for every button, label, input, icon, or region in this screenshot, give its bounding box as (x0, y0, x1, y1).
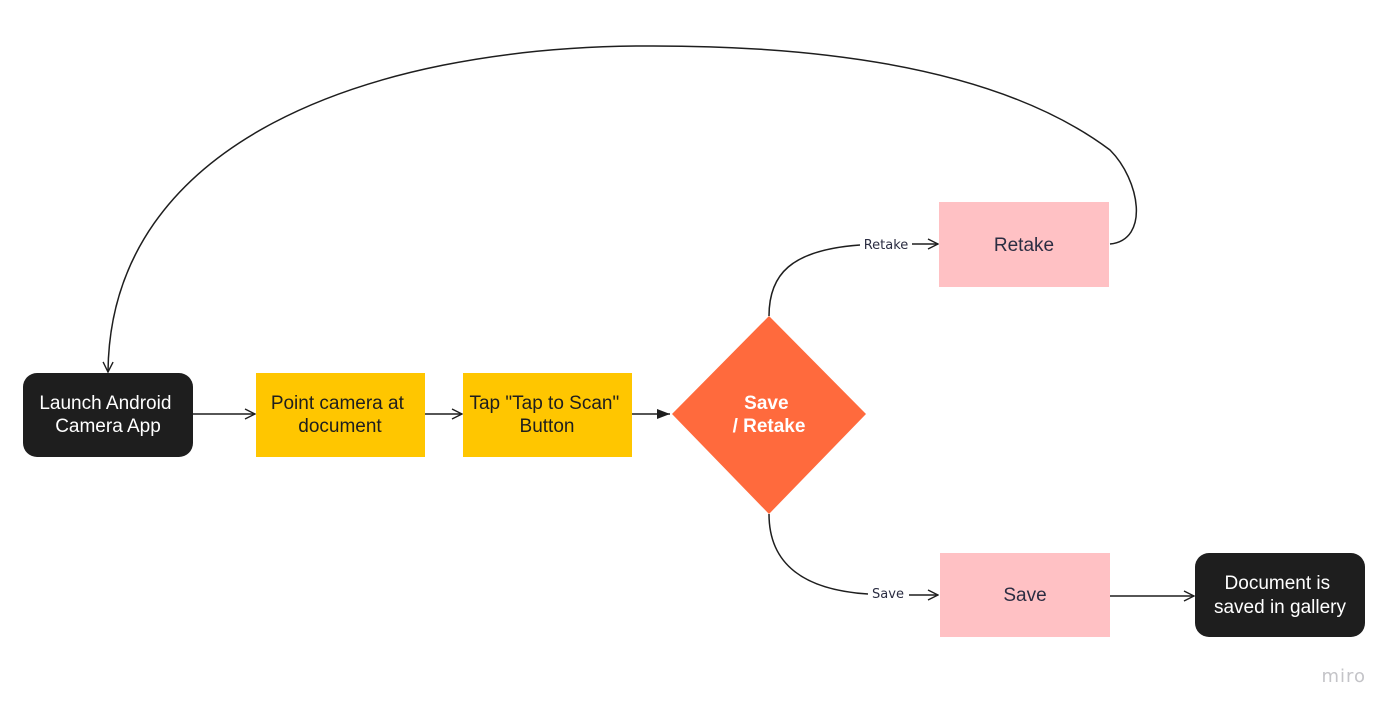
node-retake-shape (939, 202, 1109, 287)
svg-text:Point camera at document: Point camera at document (271, 393, 409, 437)
edge-label-save: Save (872, 587, 904, 602)
svg-text:Document is saved in gal: Document is saved in gallery (1214, 573, 1347, 618)
svg-text:Launch Android Camera Ap: Launch Android Camera App (39, 393, 176, 437)
node-launch-line1: Launch Android (39, 393, 171, 414)
node-tap-shape (463, 373, 632, 457)
node-launch-line2: Camera App (55, 416, 161, 437)
miro-watermark: miro (1321, 666, 1366, 687)
node-save-retake-decision[interactable]: Save / Retake (672, 316, 866, 514)
node-point-camera[interactable]: Point camera at document (256, 373, 425, 457)
node-saved-shape (1195, 553, 1365, 637)
connector-retake-loop-to-launch (108, 45, 1137, 372)
node-tap-line2: Button (520, 416, 575, 437)
node-point-shape (256, 373, 425, 457)
node-tap-to-scan[interactable]: Tap "Tap to Scan" Button (463, 373, 632, 457)
node-launch-camera-app[interactable]: Launch Android Camera App (23, 373, 193, 457)
node-save[interactable]: Save (940, 553, 1110, 637)
svg-text:Save / Retake: Save / Retake (733, 393, 806, 437)
node-decision-line1: Save (744, 393, 788, 414)
svg-text:Tap "Tap to Scan" Button: Tap "Tap to Scan" Button (469, 393, 624, 437)
node-decision-line2: / Retake (733, 416, 806, 437)
node-save-label: Save (1003, 585, 1046, 606)
node-save-shape (940, 553, 1110, 637)
connector-decision-to-retake (768, 244, 938, 317)
node-decision-shape (672, 316, 866, 514)
node-point-line1: Point camera at (271, 393, 405, 414)
connector-decision-to-save (768, 513, 938, 595)
node-retake-label: Retake (994, 235, 1054, 256)
edge-label-retake: Retake (864, 238, 909, 253)
node-launch-shape (23, 373, 193, 457)
node-document-saved[interactable]: Document is saved in gallery (1195, 553, 1365, 637)
node-saved-line1: Document is (1225, 573, 1331, 594)
node-tap-line1: Tap "Tap to Scan" (469, 393, 619, 414)
node-point-line2: document (298, 416, 382, 437)
node-retake[interactable]: Retake (939, 202, 1109, 287)
node-saved-line2: saved in gallery (1214, 597, 1347, 618)
